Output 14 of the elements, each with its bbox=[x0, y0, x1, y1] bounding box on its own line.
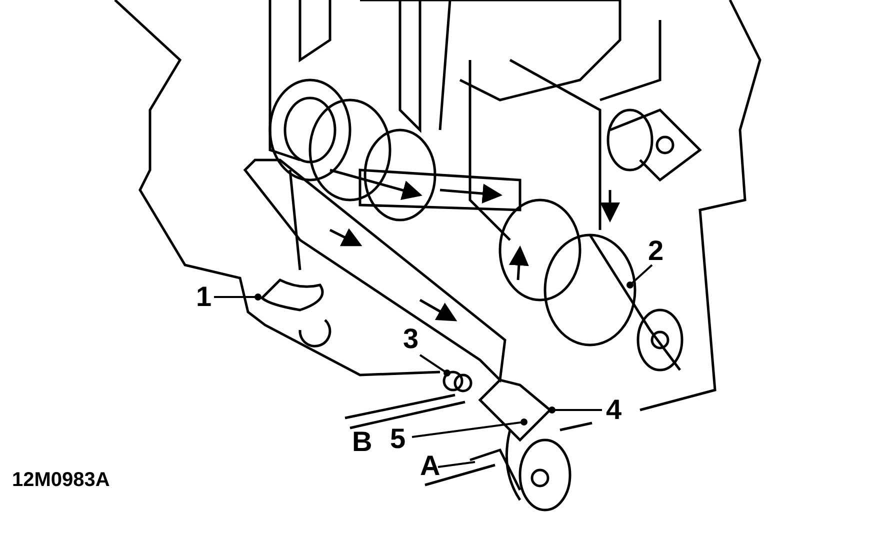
leader-line bbox=[626, 264, 653, 288]
callout-number: 4 bbox=[606, 396, 622, 424]
leader-line bbox=[548, 406, 602, 414]
callout-number: 3 bbox=[403, 325, 419, 353]
leader-line bbox=[214, 294, 262, 300]
leader-line bbox=[438, 461, 476, 468]
pipe-label: B bbox=[352, 428, 372, 456]
leader-line bbox=[419, 354, 450, 376]
callout-number: 2 bbox=[648, 237, 664, 265]
callout-number: 1 bbox=[196, 283, 212, 311]
callout-letter: A bbox=[420, 452, 440, 480]
callout-number: 5 bbox=[390, 425, 406, 453]
figure-code: 12M0983A bbox=[12, 470, 110, 490]
leader-line bbox=[412, 418, 528, 438]
